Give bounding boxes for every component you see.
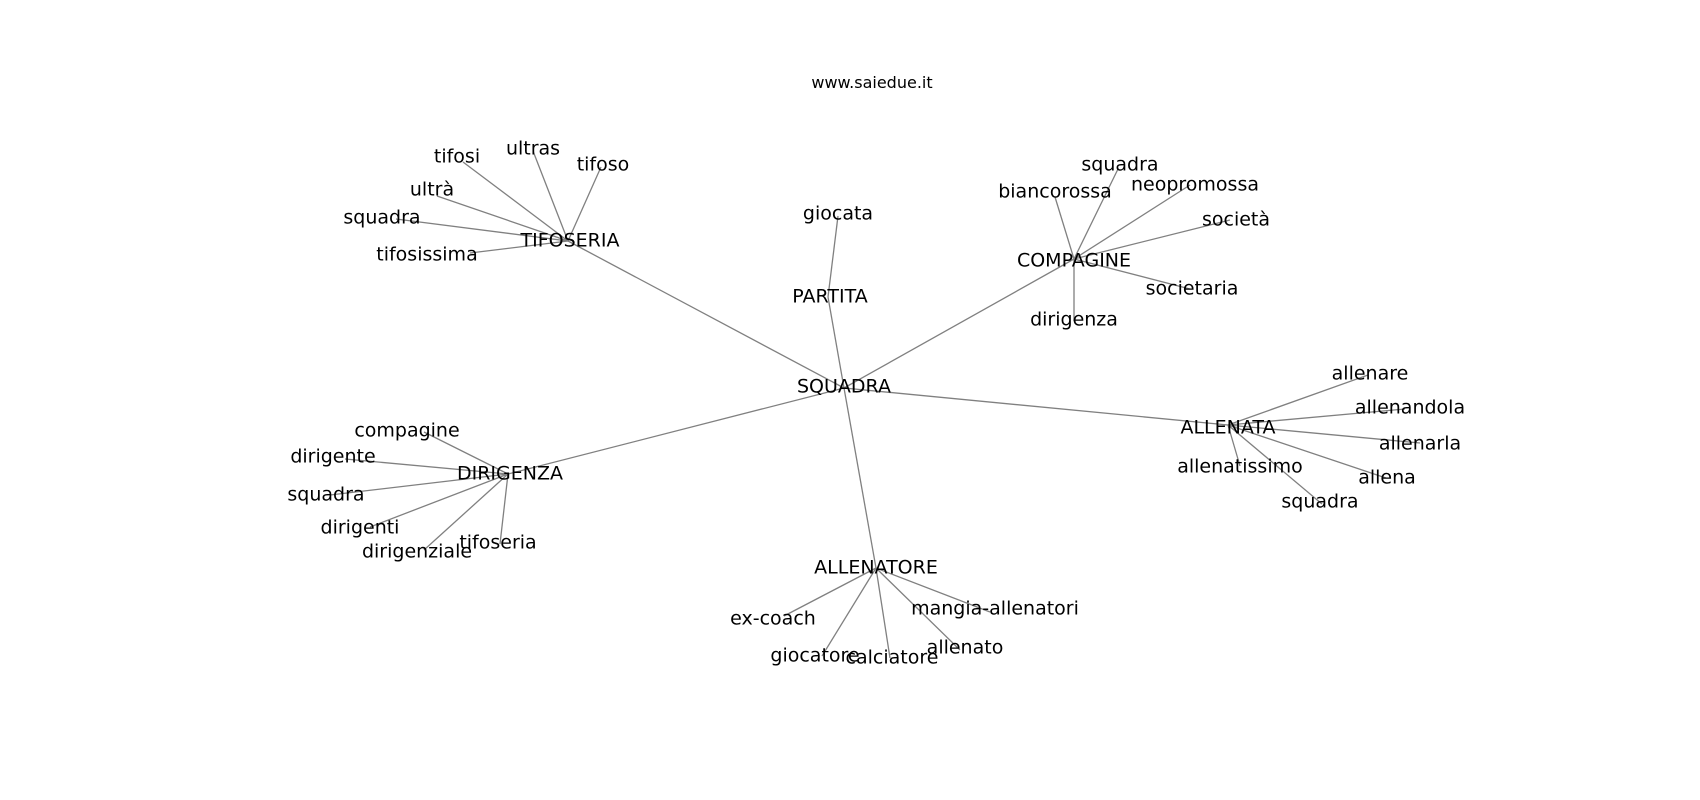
leaf-node-label: dirigenti [321, 517, 400, 539]
edge-allenatore-leaf [783, 567, 877, 617]
hub-node-dirigenza: DIRIGENZA [457, 463, 563, 485]
leaf-node-label: neopromossa [1131, 174, 1259, 196]
edge-squadra-compagine [843, 258, 1075, 389]
leaf-node-label: squadra [343, 207, 420, 229]
edge-allenata-leaf [1227, 408, 1406, 426]
leaf-node-label: ultras [506, 138, 560, 160]
edge-allenatore-leaf [875, 567, 991, 613]
edge-tifoseria-leaf [532, 150, 569, 242]
leaf-node-label: tifoso [577, 154, 630, 176]
edge-allenata-leaf [1227, 424, 1241, 467]
label-layer: tifosi ultras tifoso ultrà squadra tifosissim… [287, 138, 1465, 669]
edge-allenatore-leaf [875, 567, 891, 659]
edge-allenata-leaf [1227, 424, 1323, 505]
hub-node-allenatore: ALLENATORE [814, 557, 938, 579]
leaf-node-label: ultrà [410, 179, 454, 201]
leaf-node-label: allenandola [1355, 397, 1465, 419]
leaf-node-label: biancorossa [998, 181, 1112, 203]
leaf-node-label: mangia-allenatori [911, 598, 1079, 620]
edge-dirigenza-leaf [329, 473, 509, 496]
leaf-node-label: società [1202, 209, 1270, 231]
edge-compagine-leaf [1073, 219, 1231, 260]
leaf-node-label: giocata [803, 203, 873, 225]
edge-allenata-leaf [1227, 424, 1421, 444]
edge-squadra-partita [827, 296, 845, 389]
leaf-node-label: allena [1358, 467, 1416, 489]
edge-squadra-allenatore [843, 387, 877, 569]
edge-dirigenza-leaf [423, 431, 509, 475]
leaf-node-label: tifosi [434, 146, 480, 168]
edge-compagine-leaf [1054, 196, 1075, 260]
edge-squadra-dirigenza [507, 387, 845, 475]
leaf-node-label: allenarla [1379, 433, 1461, 455]
leaf-node-label: allenatissimo [1177, 456, 1303, 478]
edge-dirigenza-leaf [369, 473, 509, 528]
edge-tifoseria-leaf [462, 161, 569, 242]
edge-dirigenza-leaf [423, 473, 509, 551]
edge-dirigenza-leaf [499, 473, 509, 545]
hub-node-allenata: ALLENATA [1180, 417, 1275, 439]
edge-allenatore-leaf [875, 567, 961, 651]
leaf-node-label: tifosissima [376, 244, 477, 266]
hub-node-partita: PARTITA [792, 286, 867, 308]
edge-tifoseria-leaf [567, 166, 602, 242]
edge-squadra-tifoseria [567, 240, 845, 389]
edge-partita-leaf [827, 215, 839, 298]
edge-compagine-leaf [1073, 258, 1191, 290]
edge-dirigenza-leaf [344, 458, 509, 475]
leaf-node-label: allenato [927, 637, 1004, 659]
leaf-node-label: dirigenziale [362, 541, 472, 563]
leaf-node-label: compagine [354, 420, 459, 442]
edge-squadra-allenata [843, 387, 1229, 426]
leaf-node-label: societaria [1146, 278, 1239, 300]
hub-node-tifoseria: TIFOSERIA [520, 230, 620, 252]
leaf-node-label: squadra [1281, 491, 1358, 513]
site-url: www.saiedue.it [811, 73, 932, 92]
edge-tifoseria-leaf [395, 218, 569, 242]
leaf-node-label: squadra [1081, 154, 1158, 176]
edge-compagine-leaf [1073, 184, 1191, 260]
edge-allenata-leaf [1227, 374, 1369, 426]
leaf-node-label: allenare [1332, 363, 1409, 385]
leaf-node-label: squadra [287, 484, 364, 506]
edge-allenatore-leaf [821, 567, 877, 657]
leaf-node-label: giocatore [770, 645, 859, 667]
leaf-node-label: tifoseria [459, 532, 536, 554]
leaf-node-label: dirigente [290, 446, 375, 468]
edge-layer [329, 150, 1421, 659]
hub-node-compagine: COMPAGINE [1017, 250, 1131, 272]
edge-allenata-leaf [1227, 424, 1387, 479]
leaf-node-label: calciatore [846, 647, 939, 669]
edge-tifoseria-leaf [436, 195, 569, 242]
edge-tifoseria-leaf [469, 240, 569, 254]
leaf-node-label: ex-coach [730, 608, 816, 630]
edge-compagine-leaf [1073, 168, 1119, 260]
center-node-squadra: SQUADRA [797, 376, 891, 398]
leaf-node-label: dirigenza [1030, 309, 1118, 331]
